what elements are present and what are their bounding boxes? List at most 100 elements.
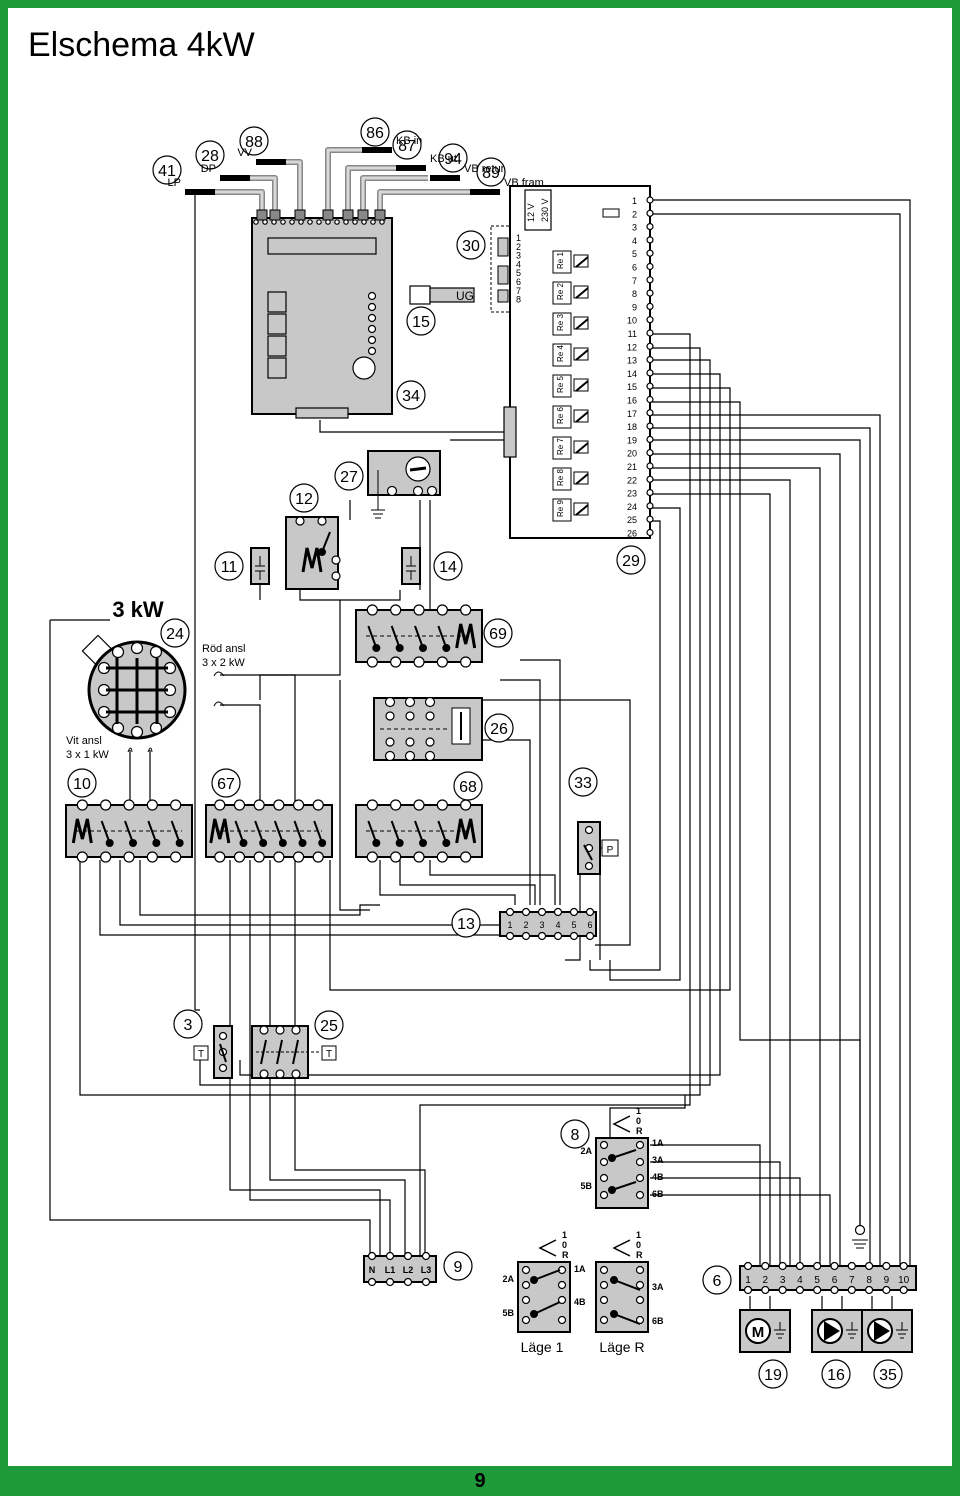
terminal-label: 5: [632, 249, 637, 259]
switch-blade: [313, 820, 324, 844]
capacitor-symbol: [255, 556, 265, 580]
switch-blade: [575, 504, 589, 516]
terminal: [646, 409, 654, 417]
pump-symbol: [824, 1321, 840, 1341]
switch-terminal-label: 6B: [652, 1189, 664, 1199]
component-number: 69: [489, 626, 507, 643]
terminal: [275, 1025, 285, 1035]
terminal-label: 7: [849, 1275, 855, 1286]
terminal: [262, 219, 268, 225]
terminal: [218, 1063, 228, 1073]
relay: [552, 312, 572, 336]
terminal-label: 19: [627, 435, 637, 445]
ug-sensor: [409, 285, 431, 305]
terminal: [370, 219, 376, 225]
terminal: [646, 475, 654, 483]
terminal-label: 9: [884, 1275, 890, 1286]
terminal: [646, 289, 654, 297]
switch-position: 0: [636, 1116, 641, 1126]
relay-label: Re 6: [556, 407, 565, 424]
terminal: [123, 799, 135, 811]
terminal: [854, 1224, 866, 1236]
terminal: [847, 1285, 856, 1295]
transformer: [524, 189, 552, 231]
terminal: [646, 382, 654, 390]
terminal: [584, 861, 594, 871]
wire: [450, 699, 631, 946]
component-number: 24: [166, 626, 184, 643]
t-label: T: [326, 1049, 332, 1060]
terminal: [366, 799, 378, 811]
component-number-circle: [334, 461, 364, 491]
terminal: [646, 462, 654, 470]
terminal: [646, 489, 654, 497]
terminal: [521, 1295, 531, 1305]
terminal: [412, 485, 424, 497]
terminal: [557, 1295, 567, 1305]
switch-blade: [147, 820, 158, 844]
terminal: [646, 223, 654, 231]
component-number-circle: [560, 1119, 590, 1149]
terminal: [537, 907, 547, 917]
terminal: [635, 1173, 645, 1183]
connection-label: 3 x 2 kW: [202, 657, 245, 669]
dial-pointer: [409, 466, 427, 472]
switch-blade: [583, 844, 593, 861]
terminal: [413, 604, 425, 616]
relay-label: Re 2: [556, 283, 565, 300]
component-number-circle: [152, 155, 182, 185]
voltage-label: 12 V: [526, 203, 536, 222]
component-number-circle: [360, 117, 390, 147]
terminal: [385, 711, 395, 721]
relay-contact: [573, 285, 589, 299]
component-number: 33: [574, 775, 592, 792]
relay-contact: [573, 502, 589, 516]
terminal: [292, 851, 305, 863]
earth-symbol: [371, 509, 385, 519]
component-number-circle: [451, 908, 481, 938]
hose-core: [245, 176, 277, 212]
component-number-circle: [160, 618, 190, 648]
terminal-label: 12: [627, 342, 637, 352]
terminal: [436, 799, 448, 811]
component-number-circle: [392, 130, 422, 160]
switch-position: R: [562, 1250, 569, 1260]
switch-blade: [234, 820, 245, 844]
terminal: [646, 435, 654, 443]
terminal-label: 2: [523, 920, 528, 930]
terminal: [386, 485, 398, 497]
heater-terminal: [130, 725, 144, 739]
component-number-circle: [438, 143, 468, 173]
wire: [650, 493, 771, 1270]
switch-terminal-label: 2A: [502, 1274, 514, 1284]
terminal: [253, 851, 265, 863]
wire: [199, 359, 711, 1086]
relay-contact: [573, 440, 589, 454]
position-indicator: [538, 1239, 557, 1257]
switch-blade: [293, 820, 304, 844]
terminal: [864, 1261, 874, 1271]
hose-label: DP: [201, 163, 216, 175]
switch-terminal-label: 3A: [652, 1282, 664, 1292]
terminal-label: 16: [627, 396, 637, 406]
heater-terminal: [111, 645, 125, 659]
terminal: [813, 1261, 822, 1271]
terminal-label: 18: [627, 422, 637, 432]
switch-blade: [533, 1269, 561, 1281]
position-indicator: [612, 1239, 631, 1257]
terminal-label: 25: [627, 515, 637, 525]
component-number: 35: [879, 1367, 897, 1384]
terminal: [778, 1285, 787, 1295]
terminal-label: 4: [632, 236, 637, 246]
terminal: [307, 219, 313, 225]
connection-label: 3 x 1 kW: [66, 749, 109, 761]
connector-block: [497, 289, 509, 303]
terminal: [325, 219, 331, 225]
terminal: [366, 656, 378, 668]
hose-nipple: [357, 209, 369, 221]
terminal: [847, 1261, 856, 1271]
switch-blade: [575, 318, 589, 330]
terminal: [367, 1277, 377, 1287]
hose-core: [282, 160, 302, 212]
terminal: [100, 851, 112, 863]
